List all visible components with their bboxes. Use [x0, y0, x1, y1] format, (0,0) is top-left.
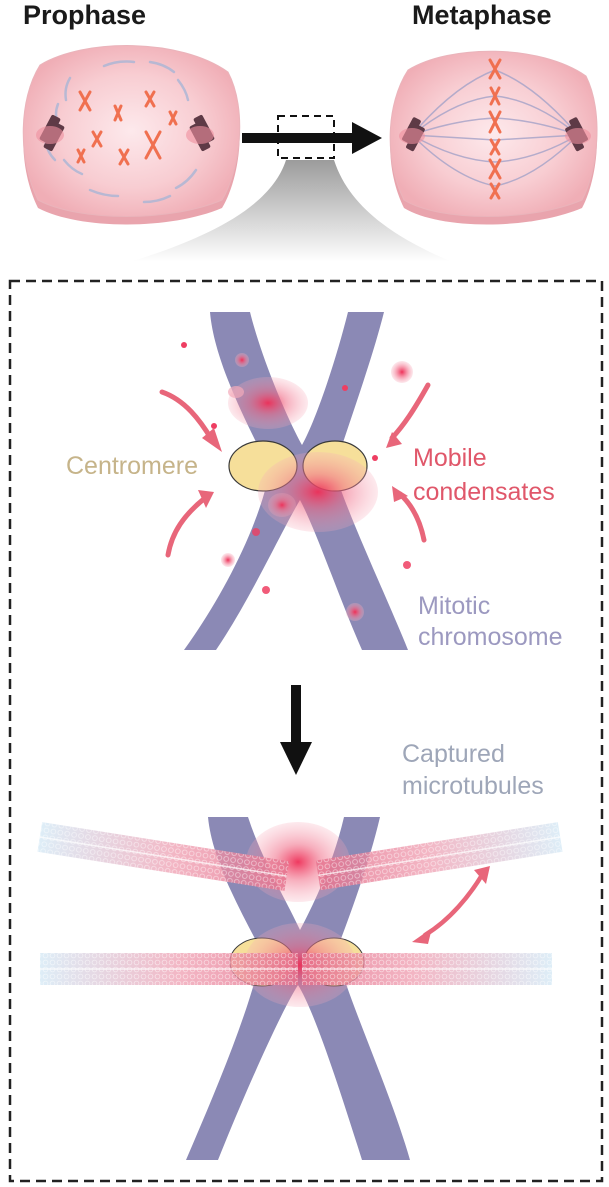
arrow-right-icon	[242, 122, 382, 154]
label-captured-line2: microtubules	[402, 772, 544, 800]
centrosome-metaphase-left-icon	[399, 117, 425, 152]
label-mitotic-line2: chromosome	[418, 623, 563, 651]
double-arrow-icon	[412, 866, 490, 944]
label-centromere: Centromere	[66, 452, 198, 480]
centrosome-right-icon	[186, 114, 215, 152]
zoom-cone	[130, 160, 452, 262]
prophase-cell	[22, 45, 241, 225]
title-metaphase: Metaphase	[412, 0, 552, 30]
centrosome-metaphase-right-icon	[565, 117, 591, 152]
metaphase-cell	[389, 50, 598, 225]
label-mobile-line2: condensates	[413, 478, 555, 506]
centrosome-left-icon	[36, 114, 65, 152]
arrow-down-icon	[280, 685, 312, 775]
mobile-condensates	[181, 342, 413, 621]
label-captured-line1: Captured	[402, 740, 505, 768]
captured-chromosome	[186, 817, 410, 1160]
title-prophase: Prophase	[23, 0, 147, 30]
label-mitotic-line1: Mitotic	[418, 592, 491, 620]
zoom-box	[277, 115, 335, 159]
label-mobile-line1: Mobile	[413, 444, 487, 472]
zoom-frame	[8, 279, 604, 1183]
captured-microtubules	[37, 822, 563, 985]
